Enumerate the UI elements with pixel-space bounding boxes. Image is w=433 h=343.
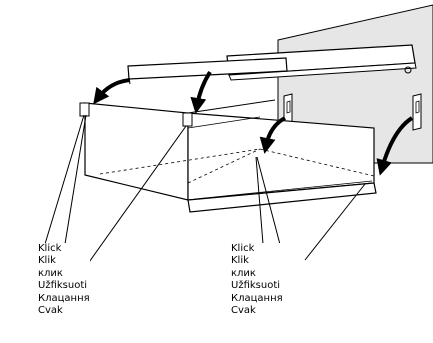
callout-line: Клацання (231, 292, 283, 304)
callout-line: Užfiksuoti (38, 280, 88, 292)
callout-line: Užfiksuoti (231, 280, 281, 292)
callout-line: клик (231, 267, 256, 279)
wall-bracket-right (412, 93, 422, 131)
callout-line: Klick (231, 243, 255, 254)
callout-line: Klick (38, 243, 62, 254)
callout-line: Cvak (38, 305, 63, 317)
callout-label-right: Klick Klik клик Užfiksuoti Клацання Cvak (231, 243, 283, 318)
callout-leader-lines-left (44, 114, 187, 273)
callout-line: Клацання (38, 292, 90, 304)
drawer-box (79, 99, 377, 213)
callout-line: Klik (231, 255, 249, 267)
callout-line: Klik (38, 255, 56, 267)
callout-line: Cvak (231, 305, 256, 317)
arrow-down-icon (93, 70, 414, 176)
callout-label-left: Klick Klik клик Užfiksuoti Клацання Cvak (38, 243, 90, 318)
callout-line: клик (38, 267, 63, 279)
callout-leader-lines-right (255, 156, 366, 261)
